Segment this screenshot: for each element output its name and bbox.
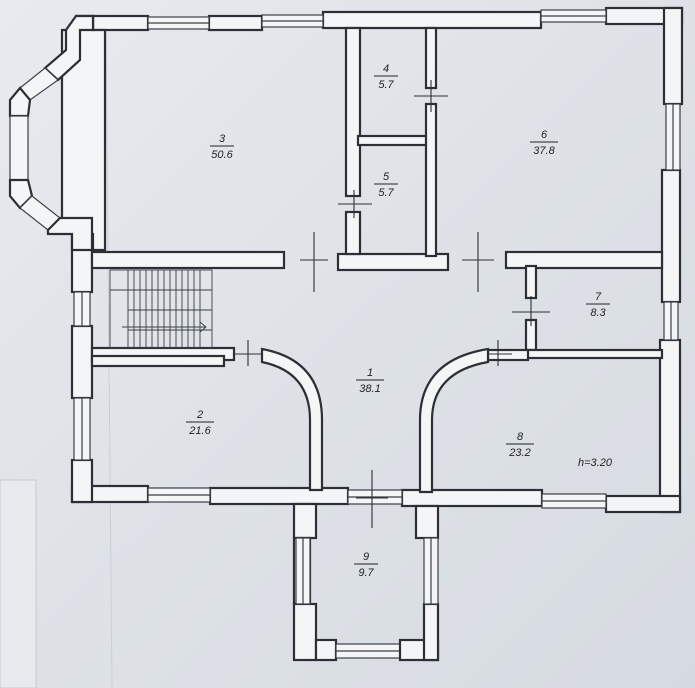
staircase[interactable] (109, 269, 213, 349)
room-2-number: 2 (196, 409, 203, 421)
room-label-4: 4 5.7 (374, 63, 398, 91)
windows (73, 9, 681, 509)
room-label-8: 8 23.2 (506, 431, 534, 459)
room-5-number: 5 (383, 171, 390, 183)
room-8-number: 8 (517, 431, 524, 443)
room-7-number: 7 (595, 291, 602, 303)
paper-corner (0, 479, 37, 688)
room-6-number: 6 (541, 129, 548, 141)
room-1-number: 1 (367, 367, 373, 379)
curved-walls (260, 347, 490, 494)
room-3-area: 50.6 (211, 149, 233, 161)
room-label-2: 2 21.6 (186, 409, 214, 437)
room-8-area: 23.2 (508, 447, 530, 459)
room-2-area: 21.6 (188, 425, 211, 437)
interior-walls (90, 26, 664, 368)
room-3-number: 3 (219, 133, 226, 145)
left-bay-window (8, 14, 95, 252)
room-label-6: 6 37.8 (530, 129, 558, 157)
vestibule-walls (292, 489, 440, 662)
door-markers (234, 80, 550, 528)
room-label-9: 9 9.7 (354, 551, 378, 579)
room-label-1: 1 38.1 (356, 367, 384, 395)
room-label-3: 3 50.6 (210, 133, 234, 161)
room-label-7: 7 8.3 (586, 291, 610, 319)
room-1-area: 38.1 (359, 383, 380, 395)
room-7-area: 8.3 (590, 307, 606, 319)
room-9-area: 9.7 (358, 567, 374, 579)
room-5-area: 5.7 (378, 187, 394, 199)
room-4-area: 5.7 (378, 79, 394, 91)
ceiling-height-label: h=3.20 (578, 457, 613, 469)
room-9-number: 9 (363, 551, 369, 563)
room-6-area: 37.8 (533, 145, 555, 157)
room-4-number: 4 (383, 63, 389, 75)
room-label-5: 5 5.7 (374, 171, 398, 199)
